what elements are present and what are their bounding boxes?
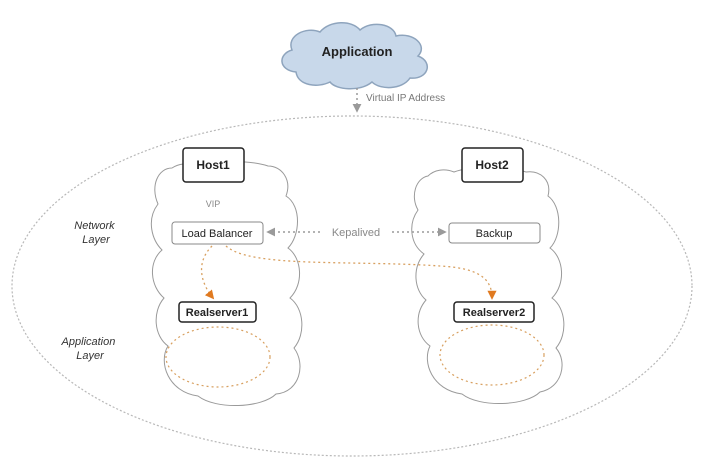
host1-cloud-outline (150, 161, 303, 406)
realserver2-box (453, 301, 535, 323)
network-layer-line1: Network (74, 220, 115, 232)
application-cloud: Application (281, 22, 428, 90)
traffic-arrows (200, 245, 497, 300)
virtual-ip-link: Virtual IP Address (352, 88, 445, 113)
realserver1-box (178, 301, 257, 323)
host1-group: Host1 VIP Load Balancer Realserver1 (150, 147, 303, 406)
application-label: Application (322, 44, 393, 59)
cloud-shape (281, 22, 428, 90)
vip-label: VIP (206, 199, 221, 209)
traffic-arrow-realserver2 (225, 245, 497, 300)
virtual-ip-label: Virtual IP Address (366, 93, 445, 104)
application-layer-line2: Layer (76, 350, 105, 362)
keepalived-link: Kepalived (266, 227, 447, 239)
host1-label: Host1 (196, 158, 230, 172)
host2-label: Host2 (475, 158, 509, 172)
application-layer-line1: Application (61, 336, 116, 348)
realserver1-dotted-ring (165, 326, 271, 388)
load-balancer-label: Load Balancer (182, 228, 253, 240)
network-layer-line2: Layer (82, 234, 111, 246)
host2-group: Host2 Backup Realserver2 (411, 147, 565, 404)
cluster-ellipse (11, 115, 693, 457)
backup-label: Backup (476, 228, 513, 240)
backup-box (448, 222, 541, 244)
keepalived-label: Kepalived (332, 227, 380, 239)
load-balancer-box (171, 221, 264, 245)
realserver2-dotted-ring (439, 324, 545, 386)
realserver1-label: Realserver1 (186, 307, 248, 319)
application-layer-label: Application Layer (61, 336, 119, 362)
host1-box (182, 147, 245, 183)
host2-box (461, 147, 524, 183)
traffic-arrow-realserver1 (200, 245, 215, 300)
network-layer-label: Network Layer (74, 220, 117, 246)
realserver2-label: Realserver2 (463, 307, 525, 319)
host2-cloud-outline (411, 167, 565, 404)
